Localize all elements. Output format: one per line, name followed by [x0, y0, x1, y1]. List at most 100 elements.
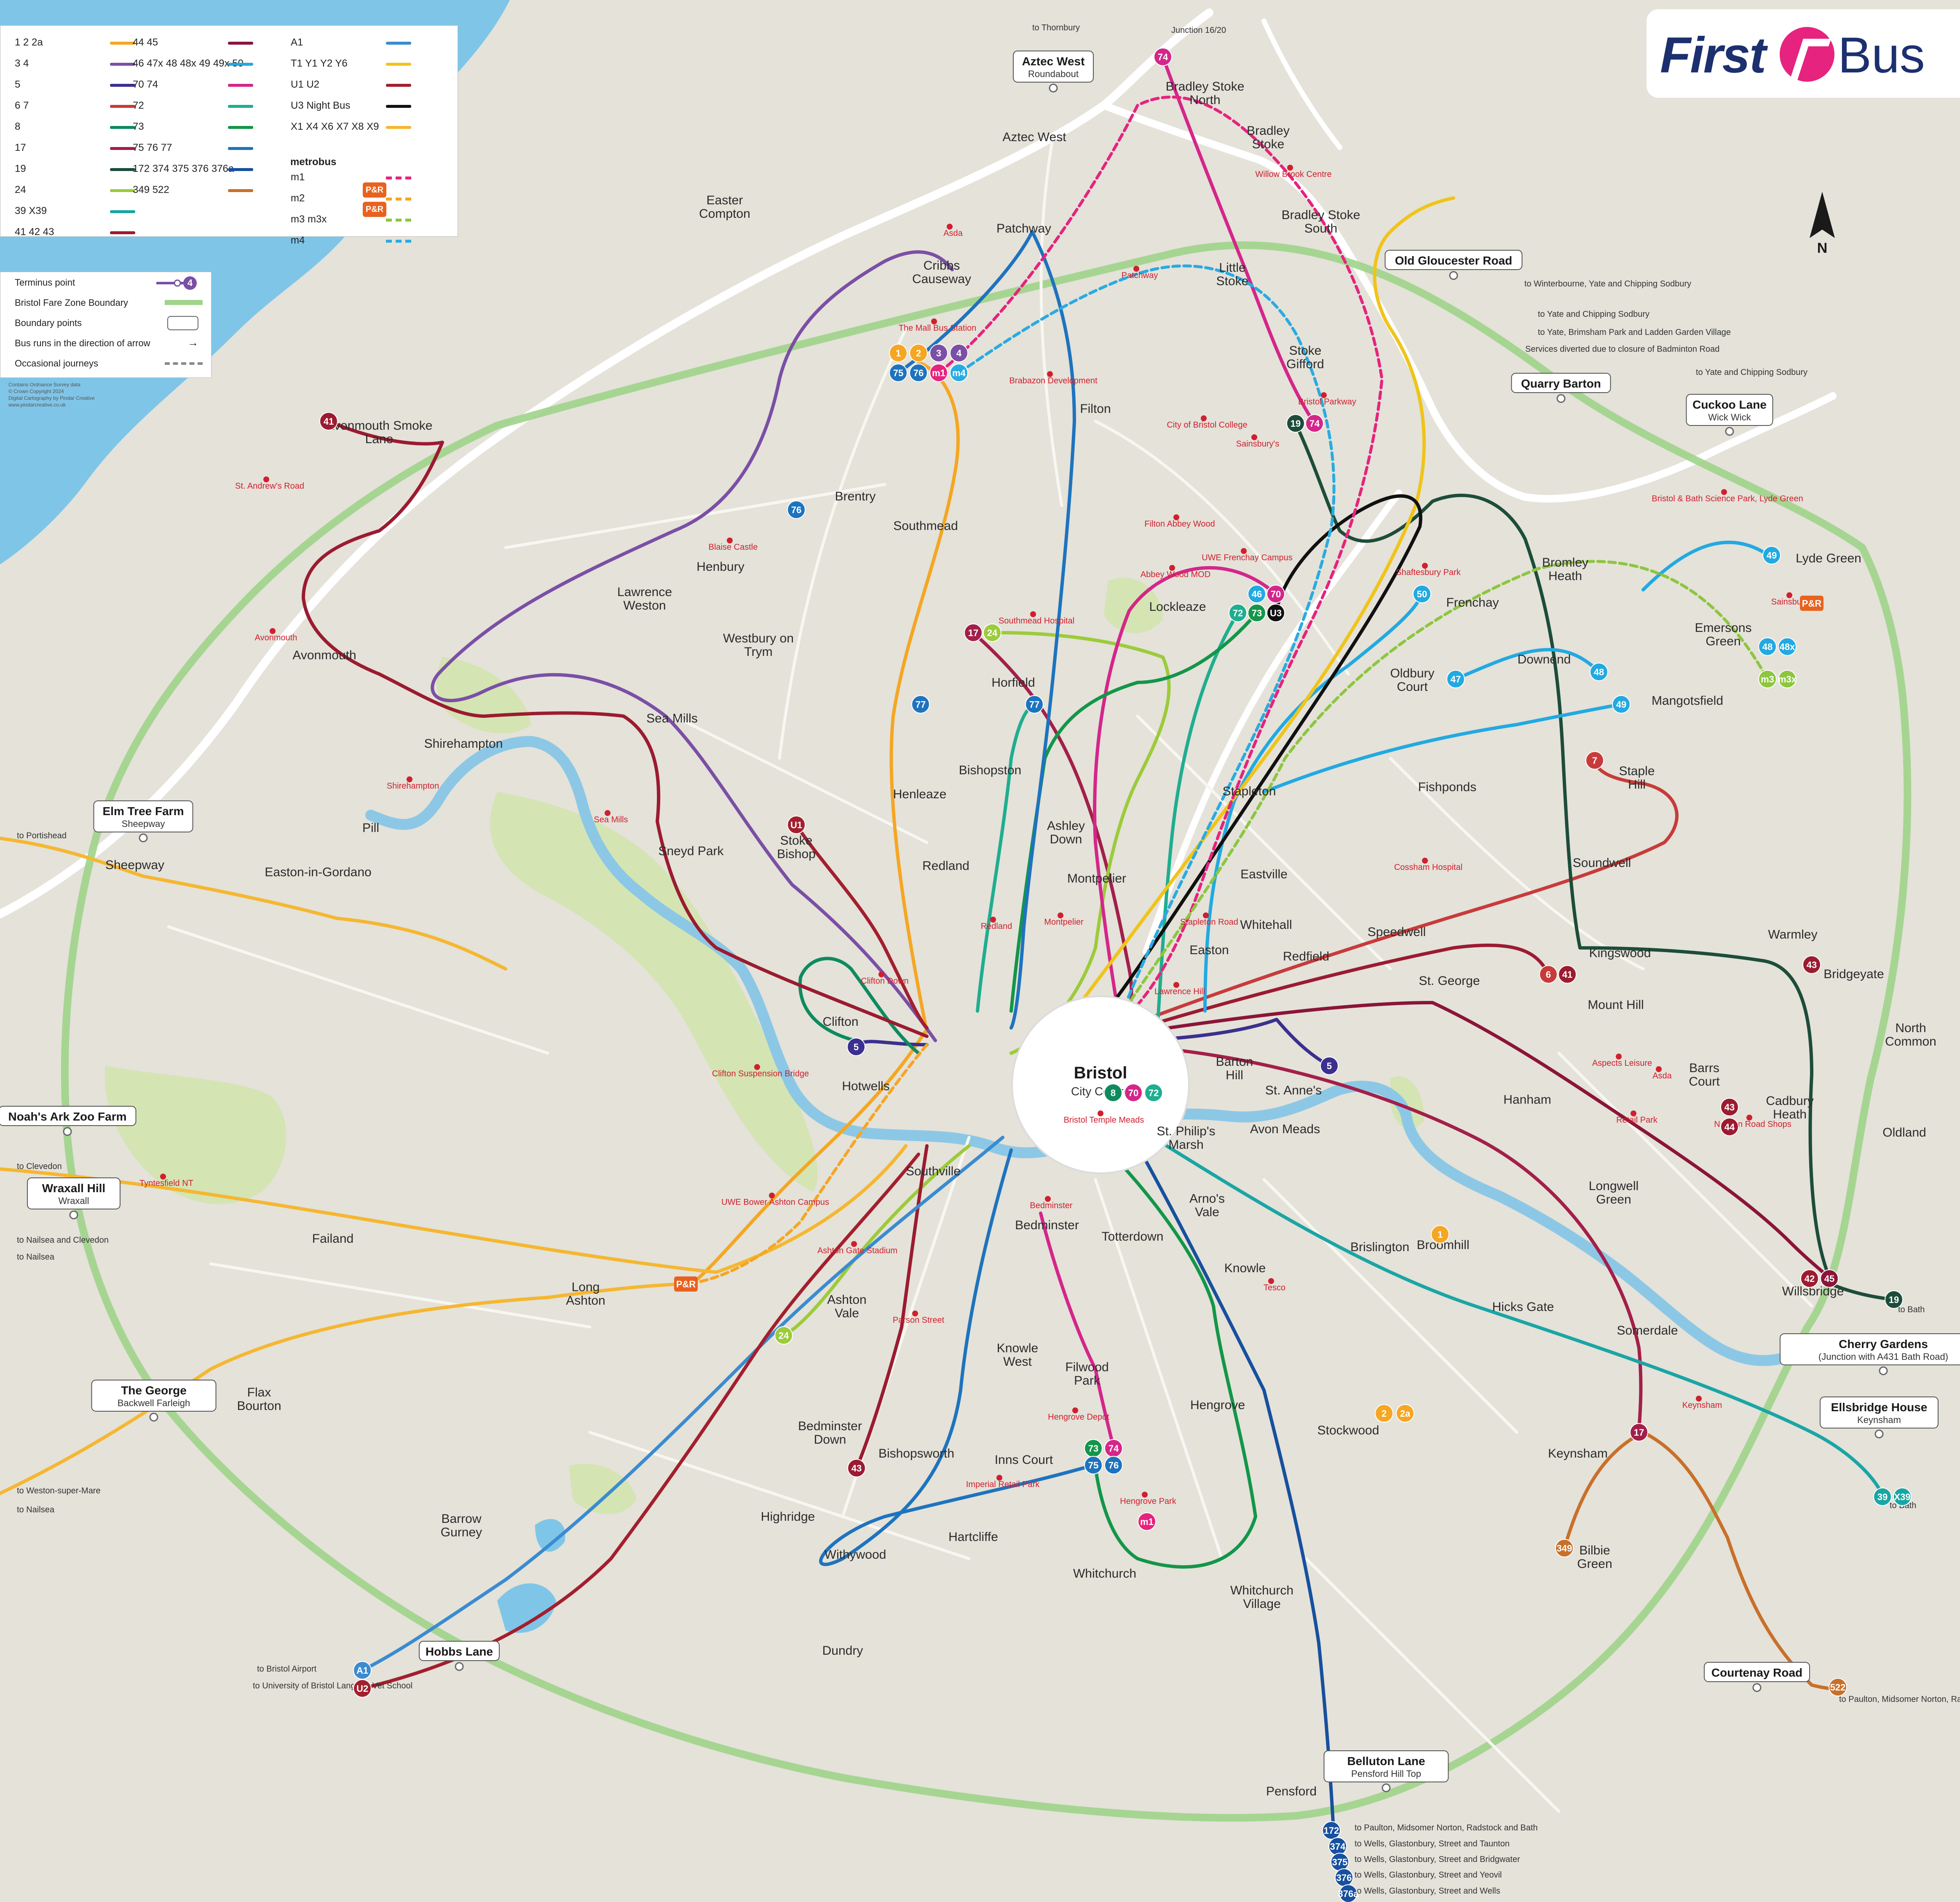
svg-text:74: 74: [1158, 52, 1168, 62]
route-terminus-badge: 8: [1104, 1083, 1122, 1102]
legend-row: 70 74: [123, 76, 257, 97]
legend-label: T1 Y1 Y2 Y6: [291, 58, 348, 69]
legend-row: 3 4: [5, 55, 139, 76]
poi-marker-icon: [754, 1064, 760, 1070]
svg-text:4: 4: [956, 348, 962, 358]
legend-swatch: [228, 189, 253, 192]
route-41-43: [302, 420, 1550, 1470]
credit-os: Contains Ordnance Survey data: [8, 382, 80, 388]
poi: Bristol & Bath Science Park, Lyde Green: [1652, 489, 1803, 503]
destination-label: to Weston-super-Mare: [17, 1486, 101, 1495]
legend-swatch: [110, 231, 135, 234]
place-label: Warmley: [1768, 928, 1817, 942]
poi: Sainsbury's: [1236, 434, 1279, 449]
svg-text:Wraxall Hill: Wraxall Hill: [42, 1182, 105, 1195]
poi-marker-icon: [1173, 982, 1179, 988]
route-terminus-badge: P&R: [1800, 596, 1823, 611]
svg-text:48x: 48x: [1780, 642, 1795, 652]
destination-label: to Bath: [1898, 1305, 1925, 1314]
poi: UWE Frenchay Campus: [1202, 548, 1293, 562]
first-bus-logo: First Bus: [1647, 9, 1960, 98]
place-label: Stockwood: [1317, 1423, 1379, 1437]
poi-label: Parson Street: [893, 1316, 945, 1325]
route-terminus-badge: 75: [889, 364, 908, 382]
legend-row: 75 76 77: [123, 139, 257, 161]
poi: Parson Street: [893, 1311, 945, 1325]
destination-label: to Yate, Brimsham Park and Ladden Garden…: [1538, 328, 1731, 337]
metrobus-routes: [684, 95, 1769, 1286]
terminus-icon: 4: [156, 276, 197, 290]
poi: Patchway: [1122, 266, 1158, 280]
route-39: [1111, 1110, 1884, 1498]
route-terminus-badge: 41: [319, 412, 338, 431]
svg-text:24: 24: [987, 628, 998, 638]
route-terminus-badge: 48: [1590, 663, 1608, 681]
place-label: Pensford: [1266, 1784, 1317, 1798]
poi-label: Avonmouth: [255, 633, 297, 642]
route-terminus-badge: 7: [1585, 751, 1604, 770]
legend-label: 41 42 43: [15, 226, 54, 238]
legend-swatch: [110, 42, 135, 45]
place-label: Frenchay: [1446, 596, 1499, 610]
poi-marker-icon: [1072, 1407, 1078, 1413]
legend-row: 19: [5, 161, 139, 182]
metrobus-m3: [1111, 560, 1769, 1030]
poi-label: Ashton Gate Stadium: [817, 1246, 897, 1255]
poi: Bedminster: [1030, 1196, 1073, 1210]
legend-row: U1 U2: [281, 76, 415, 97]
legend-row: 73: [123, 118, 257, 139]
route-terminus-badge: 17: [964, 623, 983, 642]
key-fare-zone: Bristol Fare Zone Boundary: [0, 292, 211, 313]
route-terminus-badge: 48x: [1778, 637, 1797, 656]
poi-label: The Mall Bus Station: [899, 324, 977, 333]
place-label: Soundwell: [1573, 856, 1631, 870]
route-terminus-badge: 72: [1229, 604, 1247, 622]
poi: Filton Abbey Wood: [1144, 514, 1215, 529]
poi: St. Andrew's Road: [235, 476, 304, 491]
key-occasional-label: Occasional journeys: [15, 358, 99, 369]
route-terminus-badge: 2: [909, 344, 928, 362]
route-terminus-badge: 17: [1630, 1423, 1648, 1442]
legend-row: 349 522: [123, 182, 257, 203]
legend-swatch: [110, 84, 135, 87]
boundary-point: Noah's Ark Zoo Farm: [0, 1106, 137, 1136]
place-label: Highridge: [761, 1510, 815, 1524]
legend-row: A1: [281, 34, 415, 55]
destination-label: to Nailsea and Clevedon: [17, 1236, 109, 1245]
route-terminus-badge: 76: [787, 500, 806, 519]
legend-swatch: [228, 168, 253, 171]
legend-row: m2: [281, 190, 415, 211]
legend-swatch: [386, 126, 411, 129]
key-terminus: Terminus point 4: [0, 272, 211, 292]
route-terminus-badge: A1: [353, 1661, 372, 1680]
poi-label: Lawrence Hill: [1154, 987, 1205, 996]
poi: Sea Mills: [594, 810, 628, 824]
route-terminus-badge: 24: [983, 623, 1001, 642]
credit-url[interactable]: www.pindarcreative.co.uk: [8, 402, 66, 408]
poi-label: Patchway: [1122, 271, 1158, 280]
poi-label: UWE Bower Ashton Campus: [721, 1198, 829, 1207]
legend-swatch: [386, 177, 411, 179]
legend-label: 8: [15, 121, 21, 132]
poi-label: Bristol Parkway: [1298, 397, 1356, 407]
legend-label: 5: [15, 79, 21, 90]
place-label: Horfield: [991, 676, 1035, 690]
svg-text:72: 72: [1149, 1088, 1159, 1098]
legend-label: m3 m3x: [291, 214, 327, 225]
legend-label: m1: [291, 171, 305, 183]
route-terminus-badge: 72: [1144, 1083, 1163, 1102]
svg-text:74: 74: [1309, 418, 1320, 429]
route-u3: [1085, 494, 1422, 1034]
boundary-point-icon: [167, 316, 198, 330]
svg-text:P&R: P&R: [1802, 598, 1822, 609]
svg-text:Courtenay Road: Courtenay Road: [1711, 1666, 1802, 1679]
destination-label: to Wells, Glastonbury, Street and Bridgw…: [1355, 1855, 1520, 1864]
poi-label: Tyntesfield NT: [139, 1179, 193, 1188]
svg-text:77: 77: [1029, 699, 1039, 710]
place-label: Avonmouth: [292, 648, 356, 662]
poi: Brabazon Development: [1009, 371, 1098, 385]
